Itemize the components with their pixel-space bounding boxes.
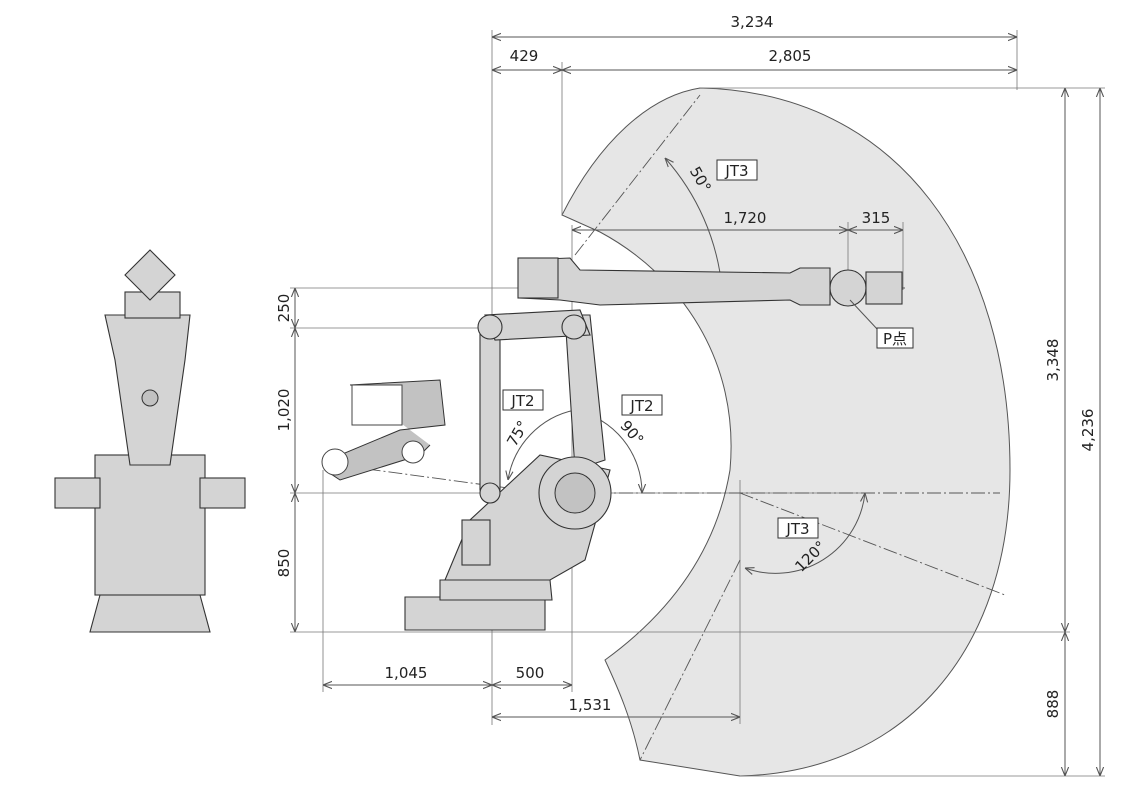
jt2-front-box [621,394,663,416]
dim-500: 500 [516,664,545,682]
robot-side-view [321,257,903,631]
link-rod [479,324,501,491]
p-point-box [876,327,914,349]
rear-elbow-ghost [401,440,425,464]
flange [865,271,903,305]
dimension-labels: 3,234 429 2,805 1,720 315 250 1,020 850 … [275,13,1097,718]
jt3-upper-label: JT3 [724,162,748,180]
base-turntable [439,579,553,601]
jt2-front-label: JT2 [629,397,653,415]
front-body [94,454,206,596]
dim-1020: 1,020 [275,389,293,432]
front-wrist [124,249,176,301]
jt3-upper-box [716,159,758,181]
motor-pack [461,519,491,566]
front-motor-right [199,477,246,509]
jt3-lower-box [777,517,819,539]
front-motor-left [54,477,101,509]
dim-1720: 1,720 [724,209,767,227]
front-base [89,594,211,633]
dim-3234: 3,234 [731,13,774,31]
jt2-rear-label: JT2 [510,392,534,410]
dim-850: 850 [275,549,293,578]
dim-3348: 3,348 [1044,339,1062,382]
dim-429: 429 [510,47,539,65]
front-arm-hole [141,389,159,407]
robot-front-view [54,249,246,633]
p-point-label: P点 [883,330,907,348]
link-joint-lower [479,482,501,504]
elbow-joint [561,314,587,340]
rear-joint-ghost [321,448,349,476]
dimension-lines [295,37,1100,776]
p-point-leader [849,299,879,331]
dim-888: 888 [1044,690,1062,719]
dim-2805: 2,805 [769,47,812,65]
dim-4236: 4,236 [1079,409,1097,452]
shoulder-hub [554,472,596,514]
jt2-rear-angle: 75° [503,417,532,449]
dim-250: 250 [275,294,293,323]
wrist-joint [829,269,867,307]
jt3-lower-label: JT3 [785,520,809,538]
upper-arm [519,257,831,306]
jt2-rear-box [502,389,544,411]
link-joint-upper [477,314,503,340]
rear-motor-ghost [351,384,403,426]
base-plate [404,596,546,631]
dim-1531: 1,531 [569,696,612,714]
dim-1045: 1,045 [385,664,428,682]
dim-315: 315 [862,209,891,227]
jt2-front-angle: 90° [616,417,647,449]
wrist-motors [517,257,559,299]
